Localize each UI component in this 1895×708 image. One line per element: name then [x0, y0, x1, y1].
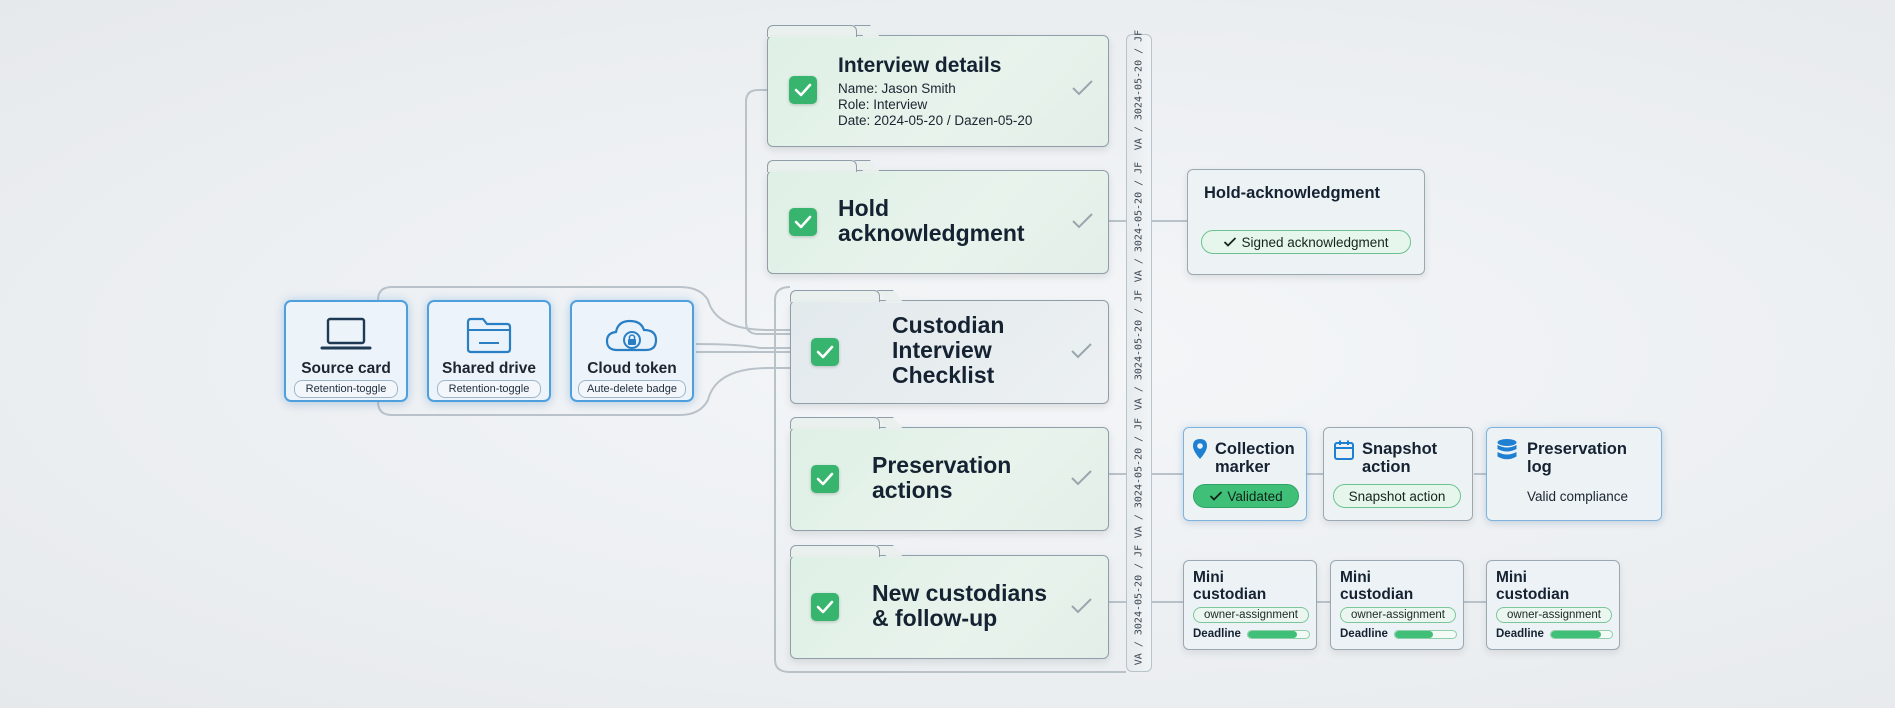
card-title-line1: Preservation	[1527, 440, 1627, 458]
snapshot-action-pill[interactable]: Snapshot action	[1333, 484, 1461, 508]
new-custodians-folder[interactable]: New custodians & follow-up	[789, 545, 1109, 659]
folder-title-line1: Hold	[838, 195, 890, 221]
source-card[interactable]: Source card Retention-toggle	[284, 300, 408, 402]
auto-delete-badge[interactable]: Aute-delete badge	[578, 380, 686, 398]
checkbox-checked[interactable]	[811, 338, 839, 366]
deadline-label: Deadline	[1340, 628, 1388, 640]
snapshot-action-card[interactable]: Snapshot action Snapshot action	[1323, 427, 1473, 521]
strip-label: VA / 3024-05-20 / JF	[1133, 161, 1145, 283]
cloud-token-title: Cloud token	[587, 360, 677, 377]
card-title-line2: marker	[1215, 458, 1271, 476]
cloud-token-card[interactable]: Cloud token Aute-delete badge	[570, 300, 694, 402]
cloud-lock-icon	[572, 316, 692, 356]
checkbox-checked[interactable]	[789, 76, 817, 104]
mini-title-line2: custodian	[1340, 586, 1414, 603]
folder-title-line2: acknowledgment	[838, 220, 1025, 246]
preservation-log-card[interactable]: Preservation log Valid compliance	[1486, 427, 1662, 521]
owner-assignment-chip[interactable]: owner-assignment	[1340, 607, 1456, 623]
role-line: Role: Interview	[838, 97, 928, 112]
checkmark-icon	[1071, 343, 1092, 359]
mini-custodian-card[interactable]: Mini custodian owner-assignment Deadline	[1486, 560, 1620, 650]
folder-title-line1: Custodian	[892, 312, 1005, 338]
mini-custodian-card[interactable]: Mini custodian owner-assignment Deadline	[1330, 560, 1464, 650]
strip-label: VA / 3024-05-20 / JF	[1133, 544, 1145, 666]
card-title-line1: Collection	[1215, 440, 1295, 458]
mini-title-line1: Mini	[1193, 569, 1224, 586]
checkmark-icon	[1072, 80, 1093, 96]
progress-fill	[1248, 631, 1297, 638]
check-icon	[1210, 491, 1223, 501]
deadline-label: Deadline	[1496, 628, 1544, 640]
folder-title-line2: Interview	[892, 337, 992, 363]
checkmark-icon	[1071, 598, 1092, 614]
mini-custodian-card[interactable]: Mini custodian owner-assignment Deadline	[1183, 560, 1317, 650]
checkbox-checked[interactable]	[811, 465, 839, 493]
deadline-progress-bar	[1247, 630, 1310, 639]
shared-drive-card[interactable]: Shared drive Retention-toggle	[427, 300, 551, 402]
pill-label: Validated	[1227, 489, 1283, 504]
retention-toggle-chip[interactable]: Retention-toggle	[294, 380, 398, 398]
date-strip	[1126, 34, 1152, 672]
deadline-label: Deadline	[1193, 628, 1241, 640]
shared-drive-title: Shared drive	[442, 360, 536, 377]
owner-assignment-chip[interactable]: owner-assignment	[1193, 607, 1309, 623]
folder-title-line2: & follow-up	[872, 605, 998, 631]
card-title-line2: action	[1362, 458, 1411, 476]
checkbox-checked[interactable]	[811, 593, 839, 621]
signed-acknowledgment-pill[interactable]: Signed acknowledgment	[1201, 230, 1411, 254]
checkmark-icon	[1071, 470, 1092, 486]
validated-pill[interactable]: Validated	[1193, 484, 1299, 508]
folder-title-line2: actions	[872, 477, 953, 503]
valid-compliance-text: Valid compliance	[1527, 489, 1629, 504]
pill-label: Signed acknowledgment	[1241, 235, 1389, 250]
date-line: Date: 2024-05-20 / Dazen-05-20	[838, 113, 1033, 128]
progress-fill	[1551, 631, 1602, 638]
folder-title-line1: New custodians	[872, 580, 1048, 606]
laptop-icon	[286, 316, 406, 356]
retention-toggle-chip[interactable]: Retention-toggle	[437, 380, 541, 398]
name-line: Name: Jason Smith	[838, 81, 956, 96]
custodian-interview-checklist-folder[interactable]: Custodian Interview Checklist	[789, 290, 1109, 404]
folder-title: Interview details	[838, 54, 1002, 77]
mini-title-line1: Mini	[1340, 569, 1371, 586]
calendar-icon	[1334, 440, 1354, 460]
strip-label: VA / 3024-05-20 / JF	[1133, 417, 1145, 539]
mini-title-line1: Mini	[1496, 569, 1527, 586]
map-pin-icon	[1193, 439, 1207, 459]
mini-title-line2: custodian	[1193, 586, 1267, 603]
progress-fill	[1395, 631, 1433, 638]
folder-title-line3: Checklist	[892, 362, 995, 388]
hold-acknowledgment-card[interactable]: Hold-acknowledgment Signed acknowledgmen…	[1187, 169, 1425, 275]
preservation-actions-folder[interactable]: Preservation actions	[789, 417, 1109, 531]
mini-title-line2: custodian	[1496, 586, 1570, 603]
strip-label: VA / 3024-05-20 / JF	[1133, 29, 1145, 151]
database-icon	[1497, 439, 1517, 460]
checkmark-icon	[1072, 213, 1093, 229]
collection-marker-card[interactable]: Collection marker Validated	[1183, 427, 1307, 521]
owner-assignment-chip[interactable]: owner-assignment	[1496, 607, 1612, 623]
deadline-progress-bar	[1394, 630, 1457, 639]
card-title-line2: log	[1527, 458, 1552, 476]
deadline-progress-bar	[1550, 630, 1613, 639]
check-icon	[1224, 237, 1237, 247]
interview-details-folder[interactable]: Interview details Name: Jason Smith Role…	[766, 25, 1109, 147]
card-title-line1: Snapshot	[1362, 440, 1438, 458]
source-card-title: Source card	[301, 360, 391, 377]
folder-title-line1: Preservation	[872, 452, 1012, 478]
checkbox-checked[interactable]	[789, 208, 817, 236]
folder-drive-icon	[429, 316, 549, 356]
strip-label: VA / 3024-05-20 / JF	[1133, 289, 1145, 411]
hold-card-title: Hold-acknowledgment	[1204, 184, 1381, 202]
hold-acknowledgment-folder[interactable]: Hold acknowledgment	[766, 160, 1109, 274]
